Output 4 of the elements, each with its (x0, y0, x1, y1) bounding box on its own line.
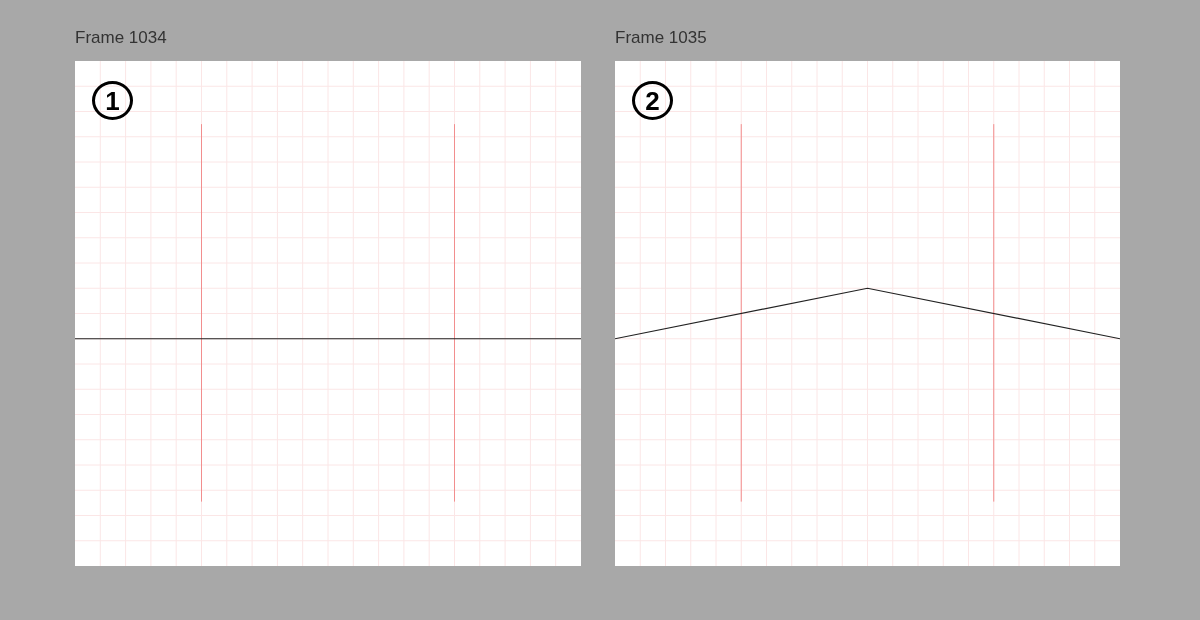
frame-title: Frame 1035 (615, 28, 707, 48)
callout-number: 2 (632, 81, 673, 120)
frame-title: Frame 1034 (75, 28, 167, 48)
callout-number: 1 (92, 81, 133, 120)
